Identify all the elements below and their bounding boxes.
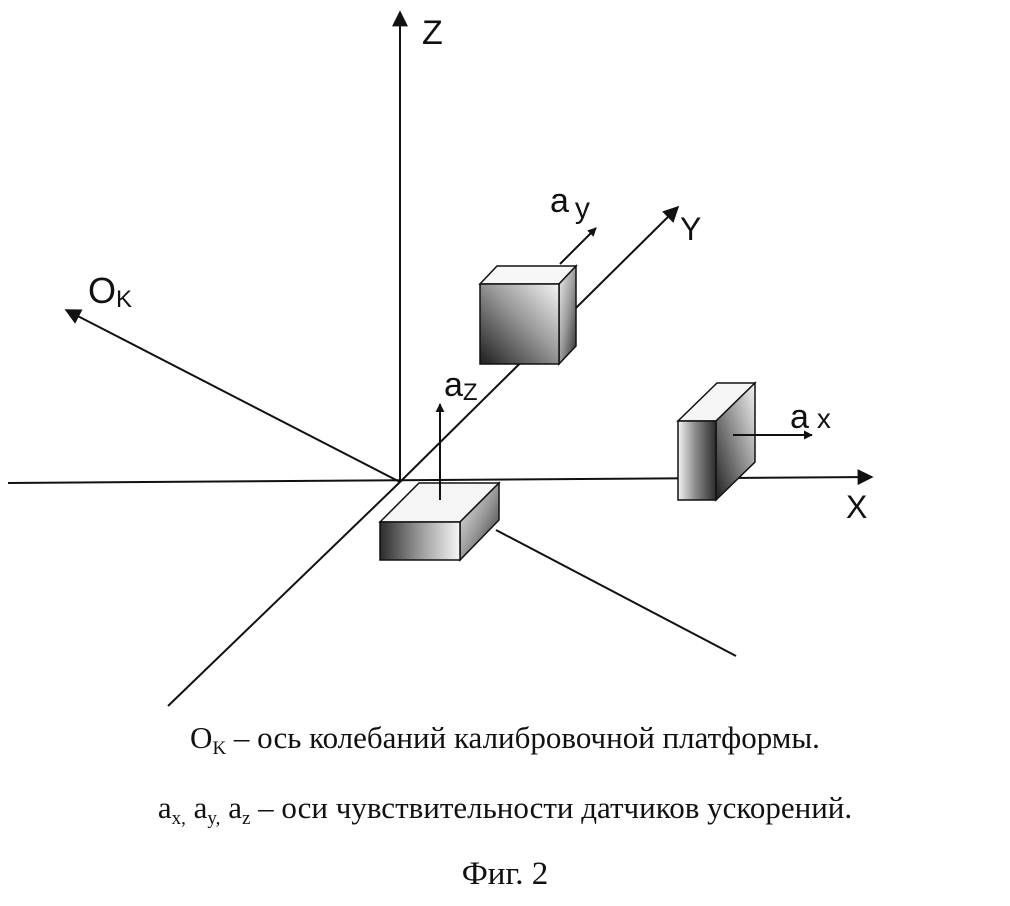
caption-ok-sub: K [212,738,226,759]
ax-sub: x [817,403,831,434]
ok-axis-label: OK [88,270,132,313]
sensor-box-ax [678,383,755,500]
caption-sensors: ax, ay, az – оси чувствительности датчик… [0,790,1010,830]
caption-s1: x, [172,808,186,829]
az-sub: Z [463,379,478,406]
ax-label: ax [790,398,831,436]
ok-axis-negative [496,530,736,656]
ay-label: ay [550,182,590,225]
y-axis-negative [168,482,400,706]
ok-main: O [88,270,116,311]
caption-ok-text: – ось колебаний калибровочной платформы. [226,720,820,755]
x-axis-label: X [846,489,867,525]
caption-sensors-text: – оси чувствительности датчиков ускорени… [250,790,852,825]
caption-a1: a [158,790,172,825]
z-axis-label: Z [422,14,443,52]
caption-a3: a [220,790,242,825]
caption-ok-main: O [190,720,212,755]
axis-lines [8,12,872,706]
caption-s2: y, [207,808,220,829]
y-axis-label: Y [680,211,701,247]
az-main: a [444,366,463,404]
ay-main: a [550,182,569,220]
caption-a2: a [186,790,208,825]
figure-number: Фиг. 2 [0,856,1010,893]
ay-sub: y [575,192,590,225]
sensor-box-ay [480,266,576,364]
ax-main: a [790,398,809,436]
ay-arrow [560,228,596,264]
ok-sub: K [116,286,132,313]
az-label: aZ [444,366,478,406]
ok-axis [66,310,400,482]
caption-ok: OK – ось колебаний калибровочной платфор… [0,720,1010,760]
